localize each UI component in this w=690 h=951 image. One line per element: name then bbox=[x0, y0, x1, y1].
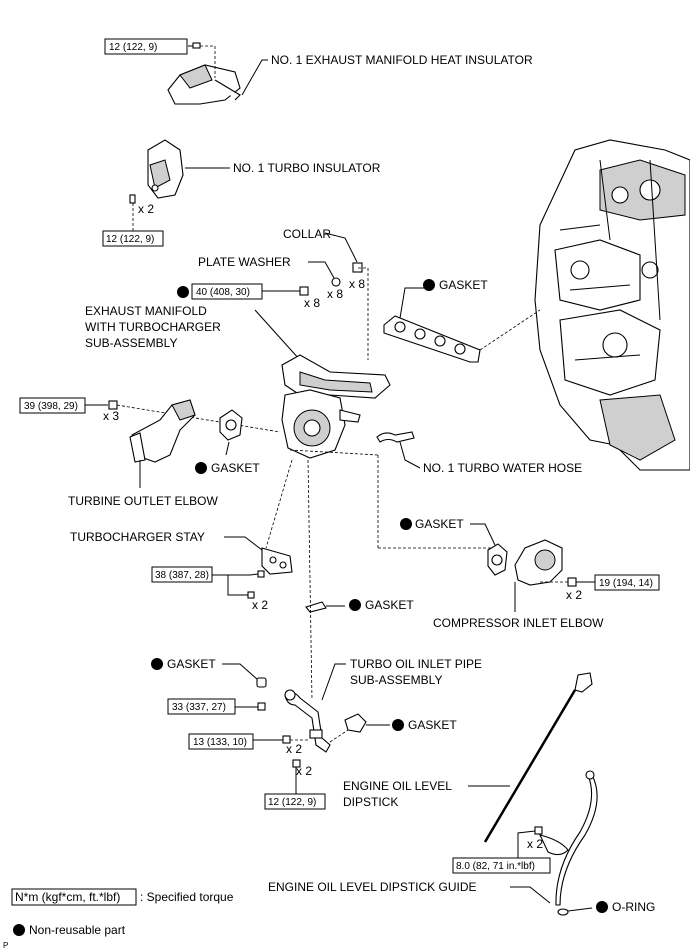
compressor-inlet-elbow-part bbox=[514, 539, 563, 586]
turbo-insulator-bolt bbox=[129, 194, 136, 204]
nonreusable-dot-manifold bbox=[177, 286, 189, 298]
nonreusable-dot-o-ring bbox=[596, 901, 608, 913]
torque-manifold: 40 (408, 30) bbox=[196, 287, 250, 298]
label-gasket-oil-lower: GASKET bbox=[408, 718, 457, 732]
dipstick-guide-bolt bbox=[534, 826, 543, 835]
legend-torque-box bbox=[11, 888, 137, 906]
heat-insulator-bolt bbox=[188, 42, 201, 49]
label-dipstick-guide: ENGINE OIL LEVEL DIPSTICK GUIDE bbox=[268, 880, 477, 894]
oil-gasket-top-part bbox=[256, 677, 267, 688]
qty-dipstick: x 2 bbox=[527, 837, 543, 851]
heat-insulator-part bbox=[167, 64, 241, 105]
torque-turbo-insulator: 12 (122, 9) bbox=[106, 234, 154, 245]
torque-box-turbo-insulator bbox=[102, 230, 164, 247]
torque-heat-insulator: 12 (122, 9) bbox=[109, 42, 157, 53]
manifold-gasket-part bbox=[383, 315, 481, 363]
torque-oil-pipe-1: 33 (337, 27) bbox=[172, 702, 226, 713]
label-collar: COLLAR bbox=[283, 227, 331, 241]
label-manifold-line3: SUB-ASSEMBLY bbox=[85, 336, 177, 350]
turbocharger-stay-part bbox=[261, 547, 293, 575]
label-o-ring: O-RING bbox=[612, 900, 655, 914]
legend-nonreusable-dot bbox=[13, 924, 25, 936]
qty-oil-pipe-3: x 2 bbox=[296, 764, 312, 778]
compressor-nut bbox=[567, 577, 577, 587]
torque-dipstick: 8.0 (82, 71 in.*lbf) bbox=[456, 861, 535, 872]
torque-box-oil-pipe-3 bbox=[264, 793, 326, 810]
label-gasket-compressor: GASKET bbox=[415, 517, 464, 531]
label-gasket-turbine: GASKET bbox=[211, 461, 260, 475]
label-oil-inlet-line2: SUB-ASSEMBLY bbox=[350, 673, 442, 687]
torque-compressor: 19 (194, 14) bbox=[599, 578, 653, 589]
qty-manifold-nut: x 8 bbox=[304, 296, 320, 310]
oil-pipe-bolt-2 bbox=[282, 735, 291, 744]
turbine-outlet-elbow-part bbox=[129, 399, 196, 463]
oil-inlet-pipe-part bbox=[284, 689, 331, 753]
dipstick-guide-part bbox=[539, 770, 598, 906]
manifold-nut-part bbox=[299, 286, 309, 296]
label-gasket-middle: GASKET bbox=[365, 598, 414, 612]
qty-plate-washer: x 8 bbox=[327, 287, 343, 301]
label-dipstick-line1: ENGINE OIL LEVEL bbox=[343, 779, 452, 793]
label-gasket-manifold: GASKET bbox=[439, 278, 488, 292]
nonreusable-dot-oil-gasket-lower bbox=[392, 719, 404, 731]
outlet-elbow-nut bbox=[108, 400, 118, 410]
stay-bolt-1 bbox=[257, 570, 265, 578]
qty-stay: x 2 bbox=[252, 598, 268, 612]
stay-bolt-2 bbox=[247, 591, 255, 599]
label-turbo-water-hose: NO. 1 TURBO WATER HOSE bbox=[423, 461, 582, 475]
plate-washer-part bbox=[331, 277, 341, 287]
qty-oil-pipe-2: x 2 bbox=[286, 742, 302, 756]
legend-torque-desc: : Specified torque bbox=[140, 890, 234, 904]
label-gasket-oil-top: GASKET bbox=[167, 657, 216, 671]
qty-outlet-elbow: x 3 bbox=[103, 409, 119, 423]
torque-outlet-elbow: 39 (398, 29) bbox=[24, 401, 78, 412]
compressor-gasket-part bbox=[487, 543, 508, 576]
label-heat-insulator: NO. 1 EXHAUST MANIFOLD HEAT INSULATOR bbox=[271, 53, 533, 67]
oil-pipe-gasket-lower-part bbox=[344, 713, 367, 733]
o-ring-part bbox=[557, 908, 569, 916]
nonreusable-dot-middle-gasket bbox=[349, 599, 361, 611]
label-manifold-line1: EXHAUST MANIFOLD bbox=[85, 304, 207, 318]
legend-torque-unit: N*m (kgf*cm, ft.*lbf) bbox=[15, 890, 120, 904]
label-turbine-outlet-elbow: TURBINE OUTLET ELBOW bbox=[68, 494, 218, 508]
exhaust-manifold-turbo-part bbox=[281, 354, 391, 459]
qty-compressor: x 2 bbox=[566, 588, 582, 602]
oil-dipstick-part bbox=[483, 672, 593, 843]
collar-part bbox=[352, 262, 363, 273]
nonreusable-dot-manifold-gasket bbox=[423, 279, 435, 291]
label-oil-inlet-line1: TURBO OIL INLET PIPE bbox=[350, 657, 482, 671]
turbo-water-hose-part bbox=[376, 431, 415, 443]
qty-collar: x 8 bbox=[349, 277, 365, 291]
nonreusable-dot-oil-gasket-top bbox=[151, 658, 163, 670]
torque-stay: 38 (387, 28) bbox=[155, 570, 209, 581]
nonreusable-dot-compressor-gasket bbox=[400, 518, 412, 530]
torque-box-oil-pipe-2 bbox=[188, 733, 254, 750]
page-mark: P bbox=[3, 941, 8, 950]
oil-pipe-bolt-1 bbox=[257, 702, 266, 711]
torque-box-heat-insulator bbox=[104, 38, 188, 55]
turbo-insulator-part bbox=[147, 139, 184, 199]
label-plate-washer: PLATE WASHER bbox=[198, 255, 291, 269]
label-dipstick-line2: DIPSTICK bbox=[343, 795, 398, 809]
oil-gasket-middle-part bbox=[305, 601, 327, 613]
engine-block-illustration bbox=[534, 139, 690, 471]
torque-oil-pipe-3: 12 (122, 9) bbox=[268, 797, 316, 808]
label-manifold-line2: WITH TURBOCHARGER bbox=[85, 320, 221, 334]
label-compressor-inlet-elbow: COMPRESSOR INLET ELBOW bbox=[433, 616, 604, 630]
label-turbocharger-stay: TURBOCHARGER STAY bbox=[70, 530, 205, 544]
torque-oil-pipe-2: 13 (133, 10) bbox=[193, 737, 247, 748]
legend-nonreusable: Non-reusable part bbox=[29, 923, 126, 937]
turbine-gasket-part bbox=[219, 409, 243, 441]
torque-box-dipstick bbox=[452, 857, 551, 874]
label-turbo-insulator: NO. 1 TURBO INSULATOR bbox=[233, 161, 381, 175]
nonreusable-dot-turbine-gasket bbox=[195, 462, 207, 474]
qty-turbo-insulator: x 2 bbox=[138, 202, 154, 216]
